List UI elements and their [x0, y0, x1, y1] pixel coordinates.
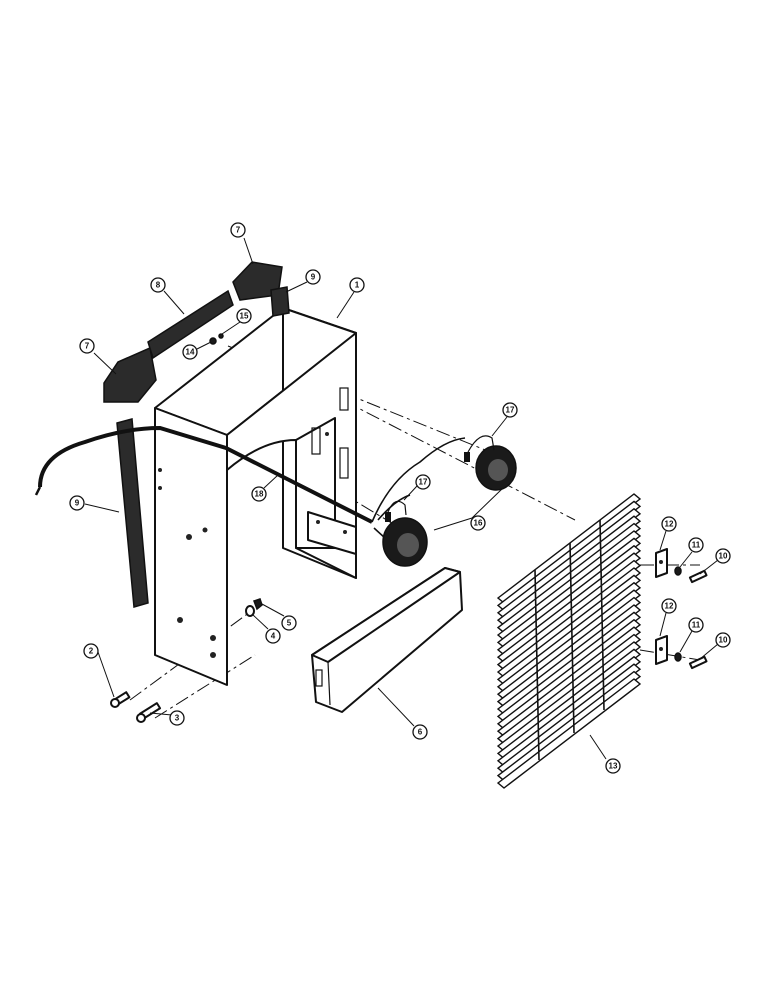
svg-text:16: 16 [474, 519, 483, 528]
svg-text:5: 5 [287, 619, 292, 628]
lower-cover [311, 567, 463, 713]
grille-slat [496, 589, 642, 701]
foam-seal-left-block [103, 346, 157, 403]
grille-slat [496, 611, 642, 723]
grille-slat [496, 618, 642, 730]
callout-16: 16 [470, 515, 486, 531]
grille-slat [496, 500, 642, 612]
grille-slat [496, 641, 642, 752]
callout-10-upper: 10 [715, 548, 731, 564]
svg-text:3: 3 [175, 714, 180, 723]
callout-14: 14 [182, 344, 198, 360]
svg-text:9: 9 [75, 499, 80, 508]
grille-slat [496, 574, 642, 686]
grille-slat [496, 604, 642, 715]
grille-slat [496, 507, 642, 619]
grille-slat [496, 581, 642, 693]
callout-11-lower: 11 [688, 617, 704, 633]
callout-1: 1 [349, 277, 365, 293]
foam-seal-right-block [232, 261, 283, 301]
grille-slat [496, 537, 642, 649]
svg-text:2: 2 [89, 647, 94, 656]
grille-slat [496, 544, 642, 656]
grille-slat [496, 648, 642, 760]
callout-7-left: 7 [79, 338, 95, 354]
svg-text:14: 14 [186, 348, 195, 357]
svg-text:12: 12 [665, 602, 674, 611]
callout-8: 8 [150, 277, 166, 293]
callout-13: 13 [605, 758, 621, 774]
callout-11-upper: 11 [688, 537, 704, 553]
grille-slat [496, 655, 642, 767]
svg-text:6: 6 [418, 728, 423, 737]
work-lamps [382, 435, 517, 567]
svg-text:17: 17 [419, 478, 428, 487]
callout-2: 2 [83, 643, 99, 659]
svg-text:18: 18 [255, 490, 264, 499]
grille-slat [496, 530, 642, 641]
callout-12-upper: 12 [661, 516, 677, 532]
shroud-frame [154, 307, 357, 686]
svg-text:4: 4 [271, 632, 276, 641]
svg-text:10: 10 [719, 552, 728, 561]
svg-text:10: 10 [719, 636, 728, 645]
svg-text:8: 8 [156, 281, 161, 290]
grille-slat [496, 626, 642, 738]
grille-slat [496, 522, 642, 634]
grille [496, 492, 642, 790]
svg-text:13: 13 [609, 762, 618, 771]
callout-5: 5 [281, 615, 297, 631]
callout-4: 4 [265, 628, 281, 644]
grille-tie-bar [534, 569, 540, 761]
grille-tie-bar [569, 542, 575, 734]
svg-text:1: 1 [355, 281, 360, 290]
svg-text:7: 7 [236, 226, 241, 235]
grille-slat [496, 559, 642, 671]
foam-seal-top-strip [147, 289, 234, 360]
grille-slat [496, 663, 642, 775]
callout-17-lower: 17 [415, 474, 431, 490]
grille-slat [496, 596, 642, 708]
foam-seal-short-strip [270, 286, 290, 317]
callout-6: 6 [412, 724, 428, 740]
grille-slat [496, 552, 642, 664]
svg-text:11: 11 [692, 621, 701, 630]
svg-text:11: 11 [692, 541, 701, 550]
foam-seal-vertical-strip [116, 418, 149, 608]
grille-slat [496, 493, 642, 604]
grille-slat [496, 567, 642, 678]
grille-slat [496, 515, 642, 627]
callout-15: 15 [236, 308, 252, 324]
callout-7-top: 7 [230, 222, 246, 238]
svg-text:7: 7 [85, 342, 90, 351]
callout-18: 18 [251, 486, 267, 502]
grille-slat [496, 633, 642, 745]
leader-lines [84, 237, 719, 760]
svg-text:17: 17 [506, 406, 515, 415]
foam-seals [103, 261, 290, 608]
hardware [110, 333, 708, 723]
callout-17-upper: 17 [502, 402, 518, 418]
svg-text:9: 9 [311, 273, 316, 282]
callout-10-lower: 10 [715, 632, 731, 648]
callout-9-left: 9 [69, 495, 85, 511]
grille-tie-bar [599, 519, 605, 711]
svg-text:15: 15 [240, 312, 249, 321]
callout-9-top: 9 [305, 269, 321, 285]
callout-12-lower: 12 [661, 598, 677, 614]
callout-3: 3 [169, 710, 185, 726]
svg-text:12: 12 [665, 520, 674, 529]
